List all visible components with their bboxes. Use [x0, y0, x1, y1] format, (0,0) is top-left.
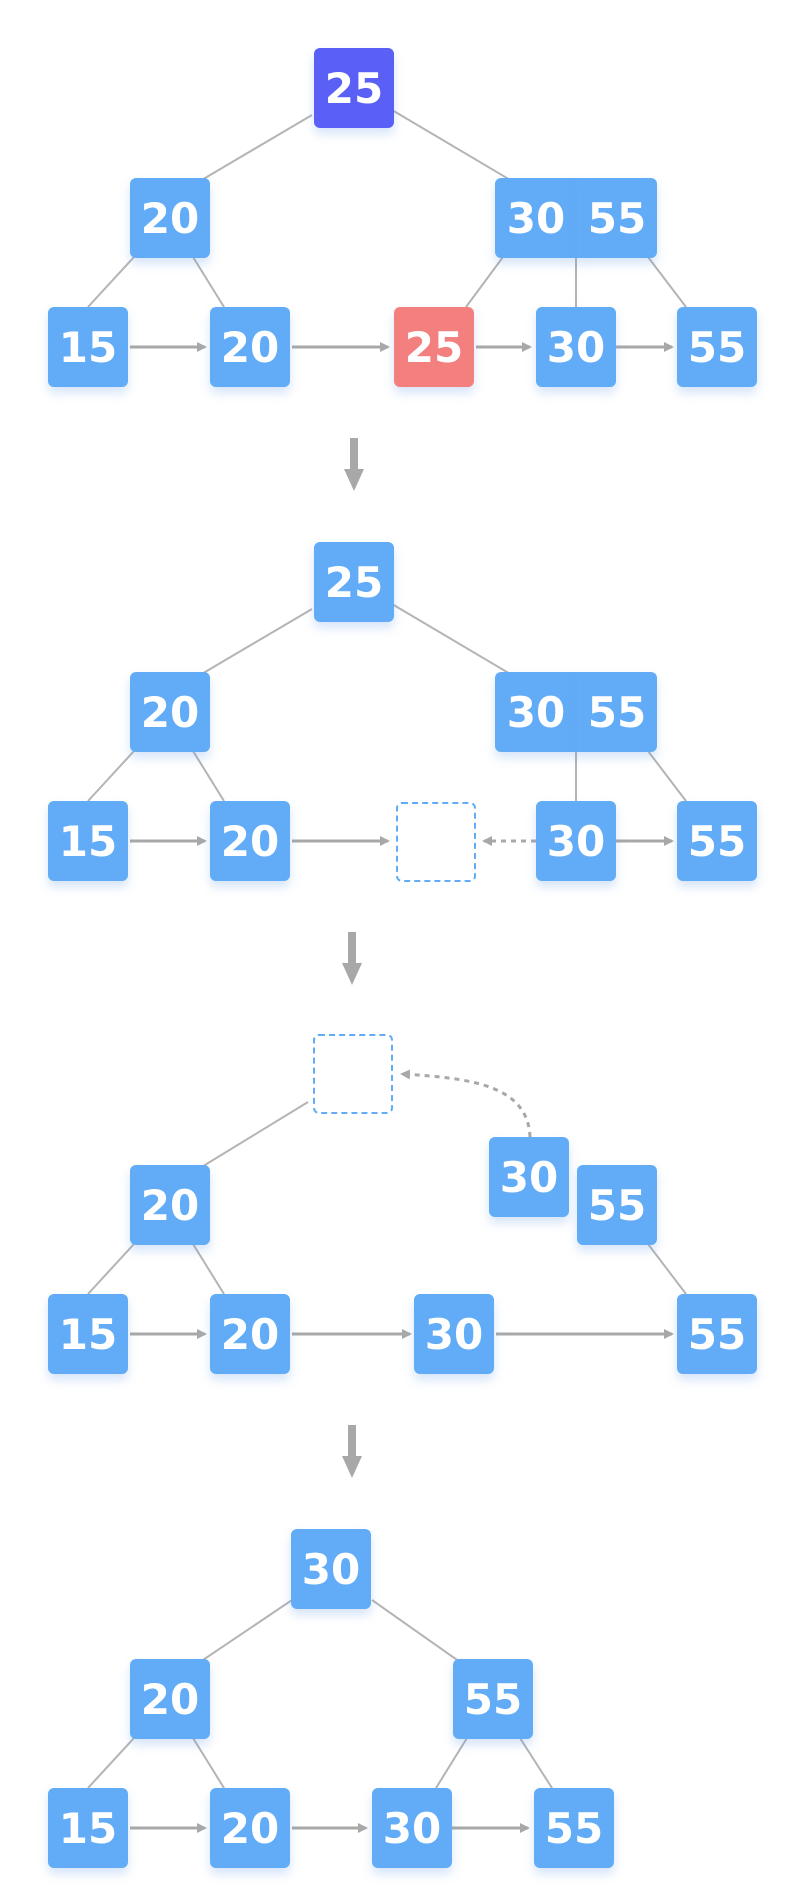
- edge: [465, 256, 504, 308]
- internal-node: 20: [130, 1165, 210, 1245]
- edge: [192, 1737, 225, 1789]
- internal-node-key: 30: [495, 178, 577, 258]
- internal-node-key: 55: [577, 672, 657, 752]
- leaf-node: 15: [48, 1788, 128, 1868]
- root-node: 25: [314, 48, 394, 128]
- edge: [87, 256, 135, 308]
- internal-node-key: 30: [495, 672, 577, 752]
- internal-node: 55: [453, 1659, 533, 1739]
- panel-4-edges: [87, 1599, 553, 1789]
- edge: [192, 256, 225, 308]
- leaf-node: 55: [534, 1788, 614, 1868]
- edge: [435, 1737, 468, 1789]
- edge: [519, 1737, 553, 1789]
- edge: [192, 750, 225, 802]
- edge: [391, 603, 513, 676]
- empty-root-placeholder: [313, 1034, 393, 1114]
- leaf-node: 30: [414, 1294, 494, 1374]
- internal-node: 55: [577, 1165, 657, 1245]
- leaf-node: 20: [210, 1294, 290, 1374]
- leaf-node: 30: [536, 307, 616, 387]
- panel-3-links: [130, 1069, 674, 1339]
- edge: [87, 1737, 135, 1789]
- edge: [391, 109, 513, 182]
- leaf-node: 55: [677, 1294, 757, 1374]
- leaf-node: 20: [210, 801, 290, 881]
- edge: [192, 1243, 225, 1295]
- leaf-node: 30: [372, 1788, 452, 1868]
- leaf-node: 20: [210, 307, 290, 387]
- dashed-curve-arrow: [400, 1069, 532, 1138]
- leaf-node: 15: [48, 1294, 128, 1374]
- deleted-leaf-node: 25: [394, 307, 474, 387]
- edge: [199, 608, 313, 676]
- edge: [647, 1243, 687, 1295]
- panel-1-edges: [87, 109, 687, 308]
- leaf-node: 55: [677, 307, 757, 387]
- internal-node: 20: [130, 1659, 210, 1739]
- leaf-node: 30: [536, 801, 616, 881]
- edge: [199, 1101, 309, 1169]
- leaf-node: 20: [210, 1788, 290, 1868]
- internal-node-key: 55: [577, 178, 657, 258]
- panel-3-edges: [87, 1101, 687, 1295]
- edge: [199, 1599, 293, 1663]
- edge: [87, 1243, 135, 1295]
- internal-node: 20: [130, 178, 210, 258]
- edge: [647, 256, 687, 308]
- internal-node: 20: [130, 672, 210, 752]
- leaf-node: 15: [48, 307, 128, 387]
- empty-leaf-placeholder: [396, 802, 476, 882]
- moving-key-node: 30: [489, 1137, 569, 1217]
- edge: [87, 750, 135, 802]
- root-node: 25: [314, 542, 394, 622]
- leaf-node: 55: [677, 801, 757, 881]
- edge: [371, 1599, 461, 1663]
- edge: [647, 750, 687, 802]
- edge: [199, 114, 313, 182]
- panel-2-edges: [87, 603, 687, 802]
- leaf-node: 15: [48, 801, 128, 881]
- root-node: 30: [291, 1529, 371, 1609]
